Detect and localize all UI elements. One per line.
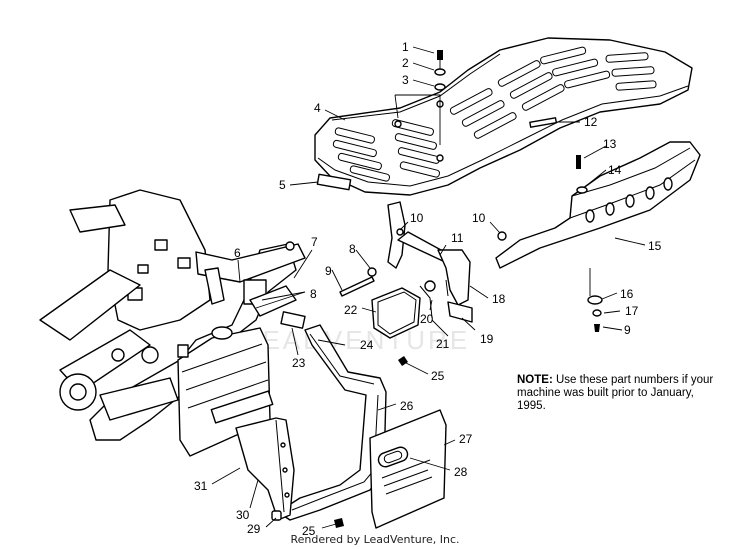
callout-19: 19 <box>480 332 494 346</box>
callout-30: 30 <box>236 508 250 522</box>
callout-25a: 25 <box>431 369 445 383</box>
spacer <box>424 280 436 292</box>
mud-flap-bracket <box>235 417 295 521</box>
callout-15: 15 <box>648 239 662 253</box>
rear-rack <box>314 37 693 196</box>
note-label: NOTE: <box>517 374 553 386</box>
rear-bumper <box>495 141 701 269</box>
callout-10a: 10 <box>410 211 424 225</box>
taillight-bolt <box>339 267 377 297</box>
callout-8a: 8 <box>349 242 356 256</box>
watermark: LEADVENTURE <box>245 325 471 355</box>
mud-flap <box>369 409 447 529</box>
bumper-bolt <box>576 155 581 169</box>
bumper-lockwasher <box>592 309 602 317</box>
rack-decal <box>529 117 558 128</box>
bumper-nut <box>594 324 600 332</box>
callout-23: 23 <box>292 356 306 370</box>
callout-6: 6 <box>234 246 241 260</box>
callout-7: 7 <box>311 235 318 249</box>
bolt-upper <box>398 356 408 366</box>
callout-10b: 10 <box>472 211 486 225</box>
callout-8b: 8 <box>310 287 317 301</box>
callout-26: 26 <box>400 399 414 413</box>
rack-bolt-stack <box>434 50 446 91</box>
callout-14: 14 <box>608 163 622 177</box>
callout-21: 21 <box>436 337 450 351</box>
mud-flap-reflector <box>377 446 409 468</box>
connector <box>280 311 306 329</box>
callout-25b: 25 <box>302 524 316 538</box>
taillight-assembly <box>371 287 421 339</box>
callout-20: 20 <box>420 312 434 326</box>
note-body: Use these part numbers if your machine w… <box>517 374 714 412</box>
callout-12: 12 <box>584 115 598 129</box>
rear-grab-bar <box>277 324 387 521</box>
callout-29: 29 <box>247 522 261 536</box>
callout-2: 2 <box>402 56 409 70</box>
vehicle-frame <box>39 189 306 441</box>
rack-slots <box>332 46 657 182</box>
callout-9b: 9 <box>624 323 631 337</box>
callout-3: 3 <box>402 73 409 87</box>
callout-13: 13 <box>603 137 617 151</box>
callout-1: 1 <box>402 40 409 54</box>
rack-reflector <box>316 173 352 191</box>
radiator-block <box>177 326 274 457</box>
bumper-lower-washer <box>587 295 603 305</box>
note-text: NOTE: Use these part numbers if your mac… <box>517 374 717 413</box>
bumper-mount-bracket <box>437 249 473 323</box>
callout-27: 27 <box>459 432 473 446</box>
callout-4: 4 <box>314 101 321 115</box>
callout-11: 11 <box>451 231 464 245</box>
callout-24: 24 <box>360 338 374 352</box>
mud-flap-nut <box>271 510 282 521</box>
callout-labels: 1 2 3 4 5 6 7 8 8 9 9 10 10 11 12 13 14 … <box>194 40 662 538</box>
callout-31: 31 <box>194 479 208 493</box>
callout-17: 17 <box>625 304 639 318</box>
callout-9a: 9 <box>325 264 332 278</box>
callout-5: 5 <box>279 178 286 192</box>
bolt-lower <box>334 518 344 528</box>
callout-18: 18 <box>492 292 506 306</box>
callout-22: 22 <box>344 303 358 317</box>
callout-16: 16 <box>620 287 634 301</box>
bracket-nut <box>497 231 507 241</box>
bumper-washer <box>576 186 588 194</box>
leader-lines <box>211 46 646 529</box>
callout-28: 28 <box>454 465 468 479</box>
footer-credit: Rendered by LeadVenture, Inc. <box>290 533 460 546</box>
